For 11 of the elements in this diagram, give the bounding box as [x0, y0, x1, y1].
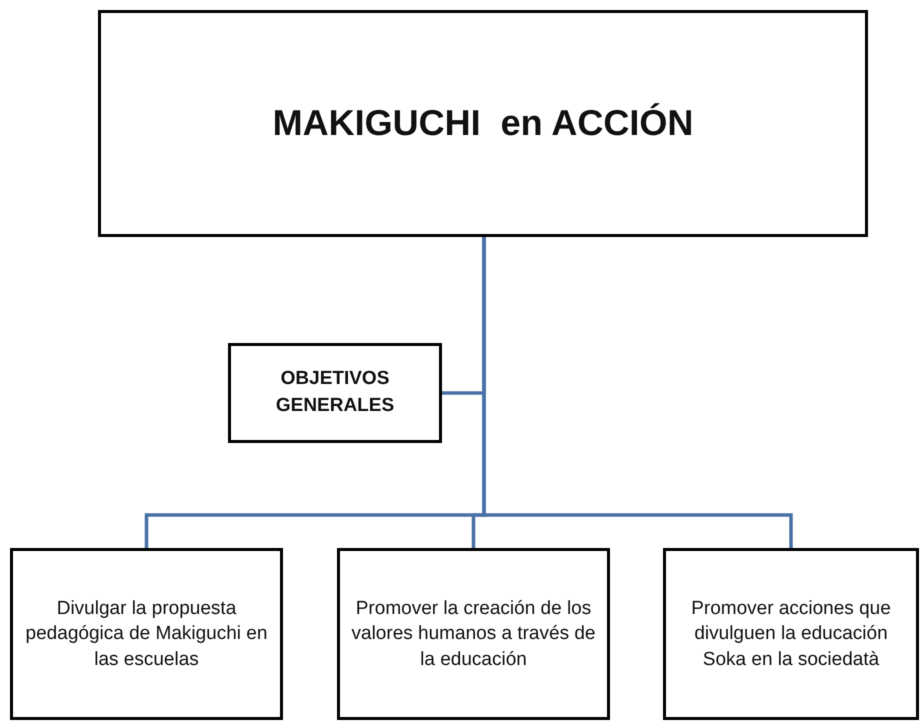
objective-box: [663, 548, 919, 720]
objective-text: Divulgar la propuesta pedagógica de Makiguchi en las escuelas: [24, 596, 268, 672]
heading-box: [228, 343, 442, 443]
objective-box: [10, 548, 283, 720]
heading-text: OBJETIVOS GENERALES: [274, 367, 396, 418]
objective-box: [337, 548, 610, 720]
objective-text: Promover la creación de los valores humanos a través de la educación: [350, 596, 596, 672]
title-text: MAKIGUCHI en ACCIÓN: [272, 101, 694, 146]
objective-text: Promover acciones que divulguen la educación Soka en la sociedatà: [690, 596, 892, 672]
connector-line: [482, 237, 793, 548]
title-box: [98, 10, 868, 237]
